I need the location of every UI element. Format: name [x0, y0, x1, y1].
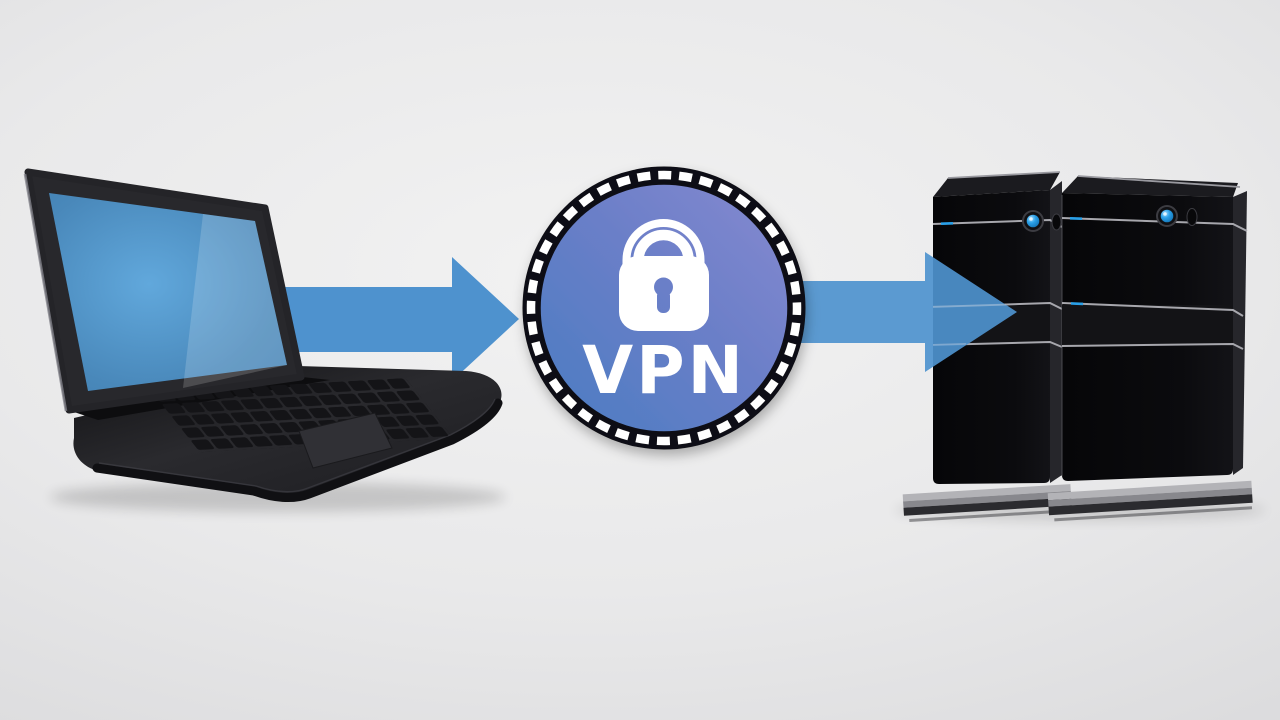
laptop-icon — [23, 168, 506, 512]
laptop-touchpad — [298, 412, 393, 469]
server-band-right — [1062, 305, 1233, 345]
lock-icon — [619, 219, 709, 331]
lock-shackle-outer — [622, 219, 705, 274]
server-icon — [895, 171, 1265, 522]
divider-overlay-on-arrow — [932, 303, 1007, 346]
laptop-lid-edge-highlight — [23, 173, 68, 412]
server-top-face-left — [933, 172, 1060, 197]
lock-shackle-inner — [633, 229, 694, 274]
badge-ring-dashes — [526, 170, 802, 446]
vpn-badge: VPN — [522, 166, 806, 450]
server-dividers-right — [1061, 217, 1248, 350]
server-base-right — [1047, 480, 1253, 522]
laptop-screen — [49, 193, 287, 391]
laptop-screen-glare — [183, 214, 287, 388]
side-knob-left — [1051, 213, 1062, 231]
server-top-face-right — [1062, 176, 1238, 197]
led-dash-right-mid — [1070, 302, 1084, 306]
vpn-label: VPN — [582, 332, 746, 409]
server-side-face-left — [1050, 181, 1062, 483]
lock-keyhole — [654, 277, 673, 313]
server-top-edge-right — [1077, 175, 1241, 188]
laptop-front-highlight — [98, 398, 496, 493]
power-led-left — [1022, 210, 1044, 232]
power-led-right — [1156, 205, 1178, 227]
arrow-laptop-to-vpn-icon — [268, 257, 519, 381]
server-side-face-right — [1233, 191, 1247, 475]
server-base-left — [902, 484, 1072, 522]
server-top-edge-left — [947, 171, 1061, 179]
server-tower-right — [1047, 175, 1253, 522]
side-knob-right — [1186, 208, 1198, 226]
laptop-front-edge — [92, 398, 503, 503]
